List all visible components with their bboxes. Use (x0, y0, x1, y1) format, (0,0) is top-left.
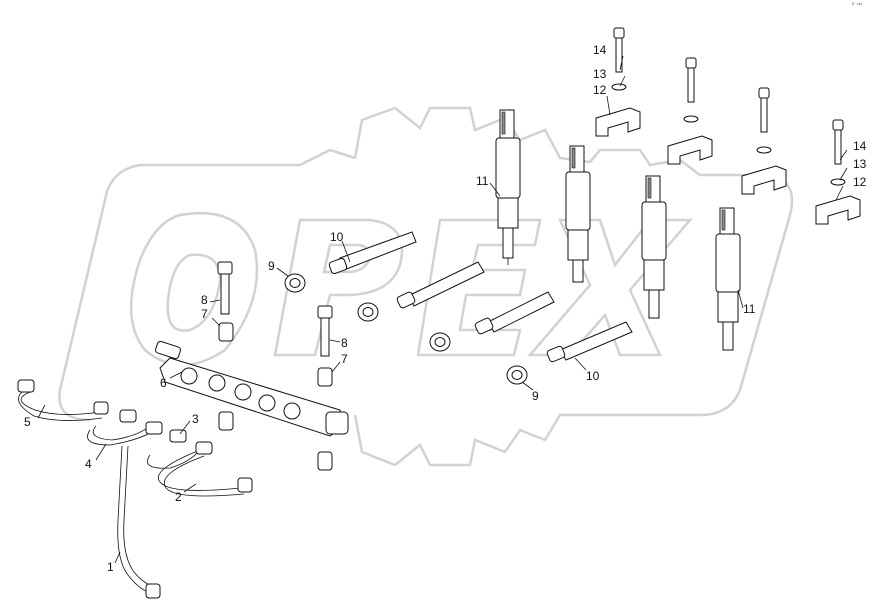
injector-2 (565, 145, 591, 283)
callout-5: 5 (24, 415, 31, 429)
callout-9: 9 (532, 389, 539, 403)
pipe-3 (147, 429, 201, 469)
callout-10: 10 (330, 230, 344, 244)
watermark-logo (58, 106, 794, 467)
pipe-4 (87, 409, 163, 446)
nut-9-c (429, 332, 451, 352)
corner-mark: ᴾ ™ (852, 2, 862, 9)
nut-9-a (284, 273, 306, 293)
leader-lines (37, 55, 848, 564)
pressure-pipe-10-c (474, 291, 555, 335)
spacer-7-b (317, 367, 333, 387)
callout-10: 10 (586, 369, 600, 383)
injector-4 (715, 207, 741, 351)
pipe-1 (117, 445, 161, 599)
callout-14: 14 (593, 43, 607, 57)
spacer-7-c (218, 411, 234, 431)
callout-2: 2 (175, 490, 182, 504)
clamp-12-b (667, 135, 713, 165)
callout-14: 14 (853, 139, 867, 153)
callout-12: 12 (853, 175, 867, 189)
callouts: 14 13 12 14 13 12 11 11 10 10 9 9 8 8 7 … (24, 43, 867, 574)
callout-7: 7 (201, 307, 208, 321)
washer-13-c (756, 146, 772, 154)
injector-3 (641, 175, 667, 319)
callout-1: 1 (107, 560, 114, 574)
callout-11: 11 (743, 302, 756, 316)
washer-13-d (830, 178, 846, 186)
callout-13: 13 (853, 157, 867, 171)
callout-9: 9 (268, 259, 275, 273)
spacer-7-d (317, 451, 333, 471)
rail-bolt-8-a (217, 261, 233, 315)
pressure-pipe-10-d (546, 321, 633, 363)
washer-13 (611, 83, 627, 91)
injector-1 (495, 109, 521, 265)
pressure-pipe-10-b (396, 261, 485, 309)
pipe-5 (17, 379, 109, 421)
callout-6: 6 (160, 376, 167, 390)
callout-7: 7 (341, 352, 348, 366)
nut-9-d (506, 365, 528, 385)
callout-8: 8 (341, 336, 348, 350)
callout-8: 8 (201, 293, 208, 307)
rail-bolt-8-b (317, 305, 333, 357)
pipe-2 (158, 441, 253, 497)
clamp-12 (595, 107, 641, 137)
common-rail-6 (155, 340, 349, 437)
bolt-14-c (758, 87, 770, 133)
callout-4: 4 (85, 457, 92, 471)
bolt-14-d (832, 119, 844, 165)
spacer-7-a (218, 322, 234, 342)
bolt-14 (613, 27, 625, 73)
callout-3: 3 (192, 412, 199, 426)
washer-13-b (683, 115, 699, 123)
bolt-14-b (685, 57, 697, 103)
pressure-pipe-10-a (328, 231, 417, 275)
nut-9-b (357, 302, 379, 322)
clamp-12-d (815, 195, 861, 225)
callout-11: 11 (476, 174, 489, 188)
callout-12: 12 (593, 83, 607, 97)
callout-13: 13 (593, 67, 607, 81)
clamp-12-c (741, 165, 787, 195)
